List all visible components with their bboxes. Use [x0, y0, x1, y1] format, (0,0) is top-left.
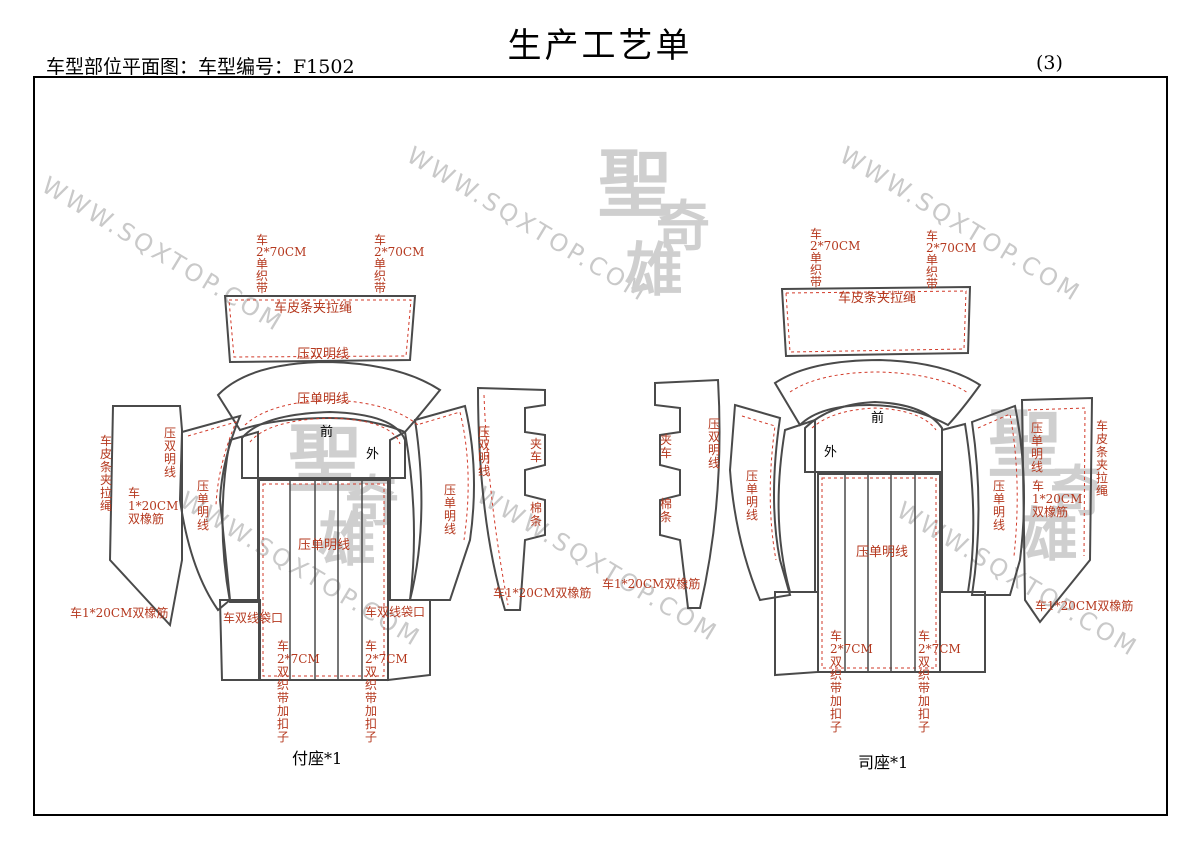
- side-panel-label: 车 皮 条 夹 拉 绳: [1096, 418, 1112, 498]
- single-stitch-label: 压 单 明 线: [444, 483, 460, 536]
- right-seat-annotations: 车 2*70CM 单 织 带 车 2*70CM 单 织 带 车皮条夹拉绳 前 外…: [602, 226, 1133, 772]
- left-seat-annotations: 车 2*70CM 单 织 带 车 2*70CM 单 织 带 车皮条夹拉绳 压双明…: [70, 232, 591, 768]
- left-cushion-seams: [289, 480, 363, 680]
- webbing-note: 车 2*70CM 单 织 带: [810, 226, 864, 289]
- left-side-strip: [654, 378, 721, 609]
- watermark-logo: 雄: [1020, 501, 1078, 569]
- outside-label: 外: [824, 445, 837, 460]
- elastic-note: 车1*20CM双橡筋: [70, 605, 168, 620]
- left-seat-pattern: [108, 295, 546, 682]
- center-stitch-label: 压单明线: [298, 538, 350, 553]
- watermark-url: WWW.SQXTOP.COM: [835, 141, 1086, 307]
- watermark-logo: 聖: [598, 142, 672, 228]
- elastic-note: 车 1*20CM 双橡筋: [128, 485, 182, 526]
- headrest-piece: [223, 295, 417, 364]
- top-band-piece: [216, 360, 442, 434]
- single-stitch-label: 压 单 明 线: [746, 469, 762, 522]
- headrest-label: 车皮条夹拉绳: [838, 290, 916, 306]
- watermark-logo: 聖: [288, 417, 362, 503]
- elastic-note: 车1*20CM双橡筋: [493, 585, 591, 600]
- double-stitch-label: 压 双 明 线: [478, 425, 494, 478]
- right-lower-panel: [939, 591, 986, 673]
- page-title: 生产工艺单: [507, 26, 693, 66]
- webbing-note: 车 2*7CM 双 织 带 加 扣 子: [830, 628, 877, 734]
- double-stitch-label: 压 双 明 线: [708, 417, 724, 470]
- webbing-note: 车 2*70CM 单 织 带: [926, 228, 980, 291]
- elastic-note: 车 1*20CM 双橡筋: [1032, 478, 1086, 519]
- webbing-note: 车 2*70CM 单 织 带: [374, 232, 428, 295]
- right-lower-panel: [387, 599, 431, 682]
- left-side-panel: [108, 405, 183, 628]
- watermark-logo: 雄: [625, 236, 683, 304]
- back-center-piece: [804, 400, 943, 473]
- single-stitch-label: 压 单 明 线: [197, 479, 213, 532]
- pocket-label: 车双线袋口: [223, 610, 283, 625]
- double-stitch-label: 压双明线: [297, 347, 349, 362]
- webbing-note: 车 2*7CM 双 织 带 加 扣 子: [277, 638, 324, 744]
- front-label: 前: [320, 424, 333, 440]
- right-seat-pattern: [654, 285, 1094, 677]
- watermark-logo: 奇: [656, 194, 710, 258]
- single-stitch-label: 压单明线: [297, 392, 349, 407]
- watermark-logo: 奇: [1050, 459, 1104, 523]
- right-cushion-seams: [844, 474, 916, 672]
- webbing-note: 车 2*7CM 双 织 带 加 扣 子: [365, 638, 412, 744]
- single-stitch-label: 压 单 明 线: [1031, 421, 1047, 474]
- model-subtitle: 车型部位平面图：车型编号：F1502: [46, 56, 355, 78]
- left-seat-stitching: [187, 299, 509, 677]
- front-label: 前: [871, 410, 884, 426]
- outside-label: 外: [366, 447, 379, 462]
- watermark-logo: 雄: [318, 506, 376, 574]
- single-stitch-label: 压 单 明 线: [993, 479, 1009, 532]
- watermark-url: WWW.SQXTOP.COM: [37, 171, 288, 337]
- pocket-label: 车双线袋口: [365, 604, 425, 619]
- watermark-logo: 聖: [988, 402, 1062, 488]
- left-inner-piece: [221, 430, 259, 603]
- headrest-label: 车皮条夹拉绳: [274, 300, 352, 316]
- right-inner-piece: [941, 422, 975, 593]
- clip-label: 夹 车: [530, 437, 546, 464]
- cotton-strip-label: 棉 条: [530, 501, 546, 528]
- left-inner-piece: [777, 418, 816, 593]
- drawing-frame: [33, 76, 1168, 816]
- right-side-strip: [476, 386, 546, 611]
- seat-caption: 司座*1: [858, 753, 908, 772]
- cotton-strip-label: 棉 条: [660, 497, 676, 524]
- elastic-note: 车1*20CM双橡筋: [1035, 598, 1133, 613]
- watermark-url: WWW.SQXTOP.COM: [472, 481, 723, 647]
- webbing-note: 车 2*7CM 双 织 带 加 扣 子: [918, 628, 965, 734]
- right-seat-stitching: [741, 290, 1086, 669]
- elastic-note: 车1*20CM双橡筋: [602, 576, 700, 591]
- side-panel-label: 车 皮 条 夹 拉 绳: [100, 433, 116, 513]
- left-lower-panel: [218, 599, 261, 681]
- clip-label: 夹 车: [660, 433, 676, 460]
- right-bolster-piece: [970, 404, 1025, 596]
- double-stitch-label: 压 双 明 线: [164, 426, 180, 479]
- center-stitch-label: 压单明线: [856, 545, 908, 560]
- right-side-panel: [1020, 396, 1094, 624]
- webbing-note: 车 2*70CM 单 织 带: [256, 232, 310, 295]
- top-band-piece: [773, 358, 982, 427]
- page-number: (3): [1036, 52, 1063, 74]
- left-bolster-piece: [728, 403, 792, 602]
- right-bolster-piece: [408, 404, 475, 601]
- headrest-piece: [780, 285, 972, 358]
- back-center-piece: [241, 410, 406, 479]
- seat-caption: 付座*1: [292, 749, 342, 768]
- left-lower-panel: [774, 591, 819, 677]
